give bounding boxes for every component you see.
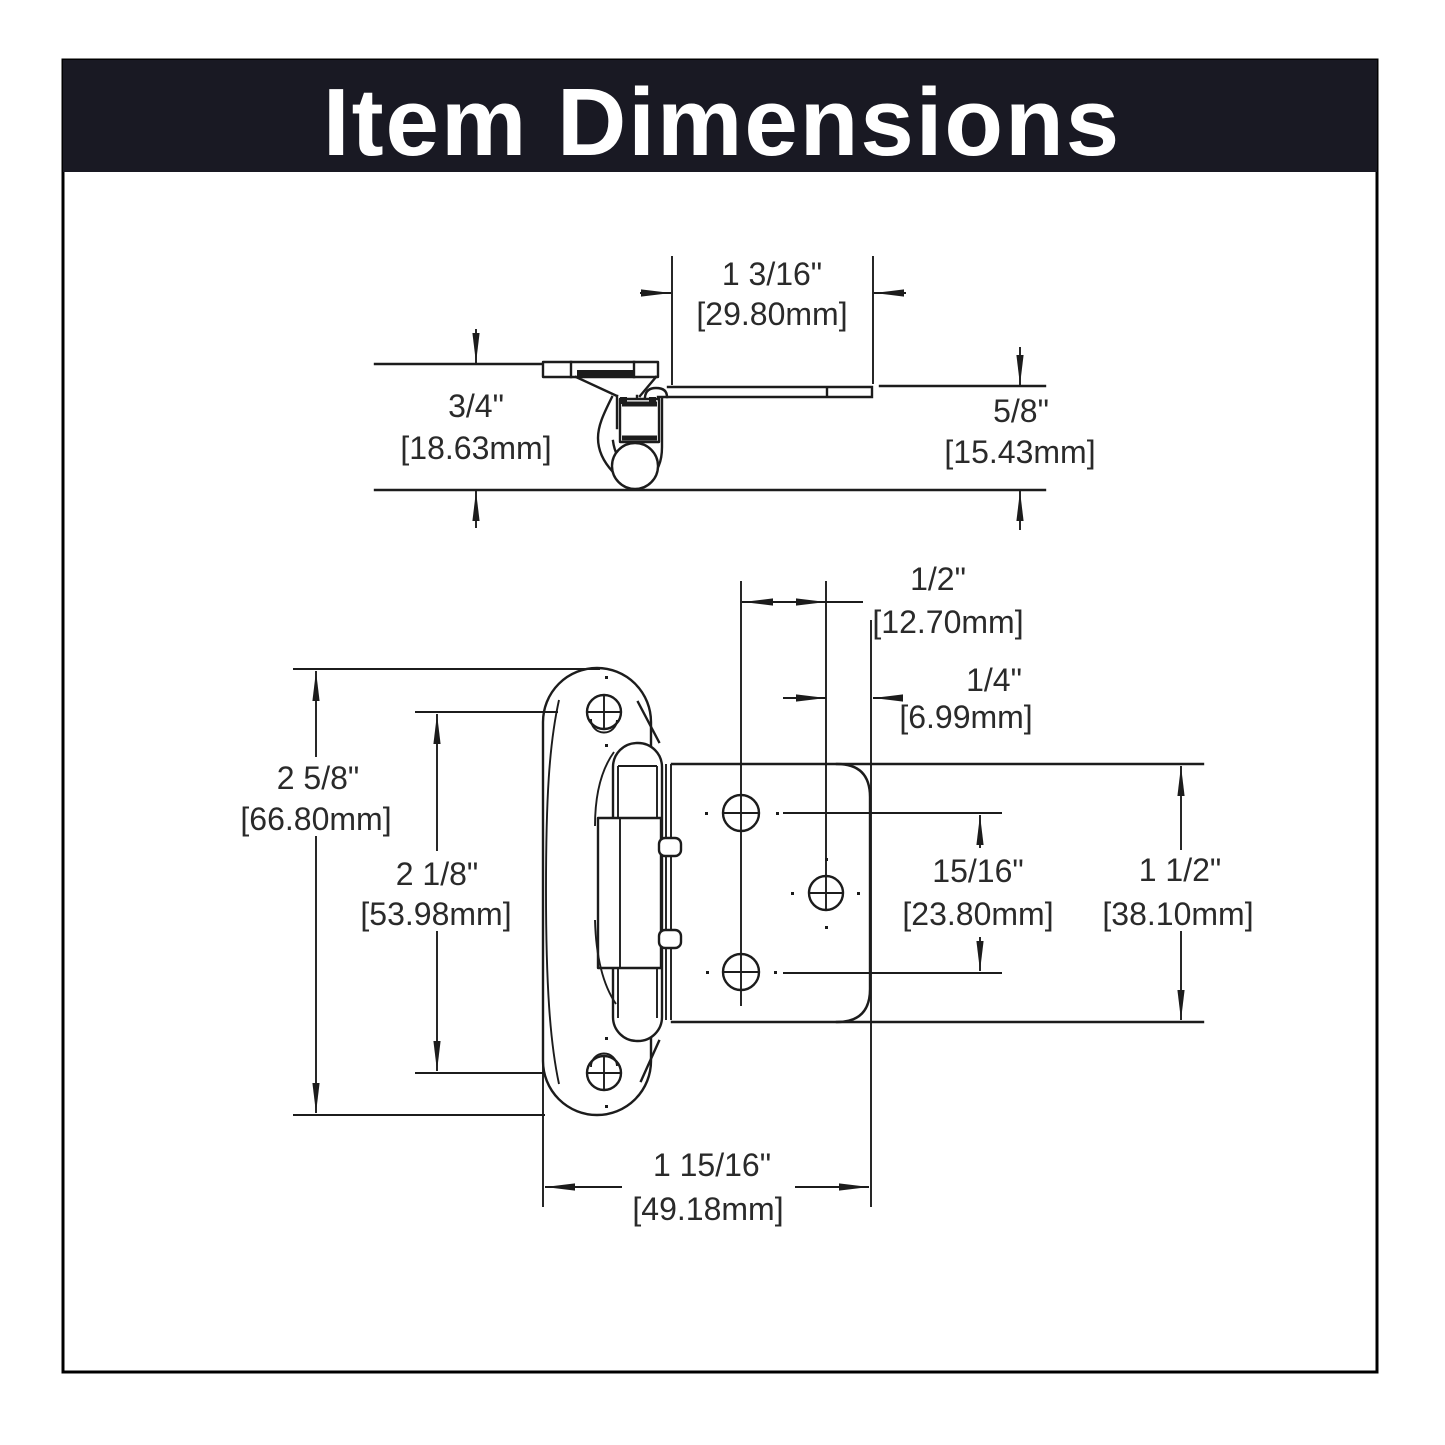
screw-hole-plate-bottom-cross <box>586 1056 622 1090</box>
side-leaf-strip <box>656 385 874 399</box>
dim-frame-depth-in: 5/8" <box>993 393 1049 429</box>
side-view-dimensions <box>472 256 1024 530</box>
ext-lines-leaf-holes <box>783 812 1002 974</box>
dim-plate-height-in: 2 5/8" <box>277 760 360 796</box>
dim-plate-hole-spacing-in: 2 1/8" <box>396 856 479 892</box>
side-spring-block <box>618 397 661 444</box>
dim-door-thickness-in: 3/4" <box>448 388 504 424</box>
dim-hole-offset-mm: [12.70mm] <box>872 604 1023 640</box>
side-profile-view <box>373 360 1047 492</box>
front-face-view <box>541 666 1205 1117</box>
dimension-labels: 1 3/16" [29.80mm] 3/4" [18.63mm] 5/8" [1… <box>240 256 1253 1227</box>
dim-door-thickness-mm: [18.63mm] <box>400 430 551 466</box>
dim-plate-hole-spacing-mm: [53.98mm] <box>360 896 511 932</box>
ext-lines-plate-height <box>293 668 600 1116</box>
front-junction-lines <box>665 764 672 1020</box>
side-housing-left <box>596 395 615 474</box>
ext-lines-top-width <box>671 256 874 385</box>
side-spring-mark-right <box>649 397 656 403</box>
dim-overall-width-mm: [49.18mm] <box>632 1191 783 1227</box>
dim-overlay-width-mm: [29.80mm] <box>696 296 847 332</box>
dim-leaf-hole-spacing-mm: [23.80mm] <box>902 896 1053 932</box>
side-spring-mark-left <box>620 397 627 404</box>
front-knuckle-arcs <box>594 751 617 1005</box>
dim-plate-height-mm: [66.80mm] <box>240 801 391 837</box>
screw-hole-plate-bottom-countersink <box>590 1052 618 1068</box>
front-adjuster-plate <box>596 816 663 970</box>
dim-overall-width-in: 1 15/16" <box>653 1147 771 1183</box>
side-plate-band <box>577 370 633 377</box>
dim-leaf-height-in: 1 1/2" <box>1139 852 1222 888</box>
front-tab-upper <box>657 836 683 858</box>
center-mark-dots <box>605 676 860 1108</box>
side-roller <box>610 441 660 491</box>
page-title: Item Dimensions <box>323 69 1121 176</box>
dim-leaf-hole-spacing-in: 15/16" <box>932 853 1023 889</box>
dim-overlay-width-in: 1 3/16" <box>722 256 822 292</box>
side-plate-ticks <box>569 360 636 379</box>
front-view-dimensions <box>293 581 1185 1207</box>
ext-lines-plate-holes <box>415 711 558 1074</box>
front-leaf-edges-ext <box>670 762 1205 1024</box>
screw-hole-plate-top-cross <box>586 695 622 729</box>
front-knuckle-sections <box>617 765 658 1018</box>
dim-frame-depth-mm: [15.43mm] <box>944 434 1095 470</box>
front-oval-inner-edge <box>545 699 560 1085</box>
dim-edge-offset-mm: [6.99mm] <box>899 699 1032 735</box>
screw-hole-plate-top-countersink <box>590 718 618 734</box>
dim-leaf-height-mm: [38.10mm] <box>1102 896 1253 932</box>
side-plate-stem <box>574 375 658 430</box>
dim-edge-offset-in: 1/4" <box>966 662 1022 698</box>
front-tab-lower <box>657 928 683 950</box>
side-knuckle-bump <box>643 386 669 399</box>
header-bar <box>63 60 1377 172</box>
front-oval-bevels <box>636 700 661 1083</box>
dim-hole-offset-in: 1/2" <box>910 561 966 597</box>
